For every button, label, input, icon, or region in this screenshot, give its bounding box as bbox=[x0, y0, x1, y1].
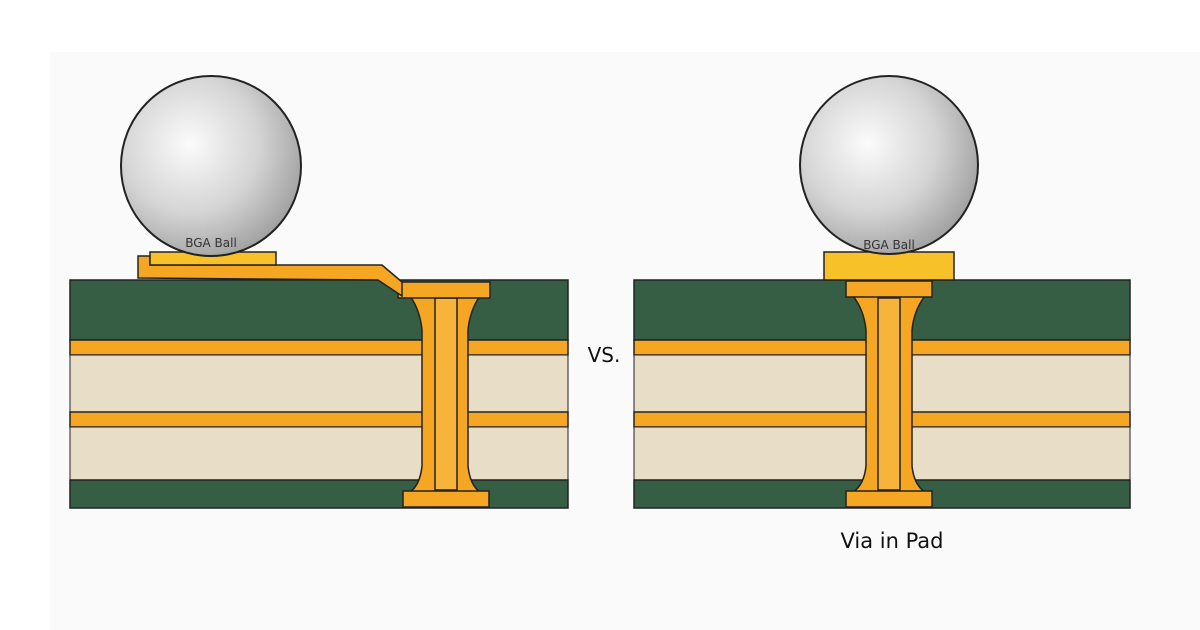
vs-label: VS. bbox=[588, 343, 621, 367]
left-diagram: BGA Ball bbox=[69, 75, 569, 509]
right-ball-label: BGA Ball bbox=[863, 238, 915, 252]
left-substrate-2 bbox=[69, 426, 569, 481]
right-via-bottom-land bbox=[845, 490, 933, 508]
left-inner-copper-1 bbox=[69, 339, 569, 356]
left-inner-copper-2 bbox=[69, 411, 569, 428]
left-via-bottom-land bbox=[402, 490, 490, 508]
left-via-top-land bbox=[397, 281, 491, 299]
left-bottom-soldermask bbox=[69, 479, 569, 509]
right-via-hole bbox=[877, 297, 901, 491]
right-bga-ball bbox=[799, 75, 979, 255]
left-substrate-1 bbox=[69, 354, 569, 413]
left-ball-label: BGA Ball bbox=[185, 236, 237, 250]
right-via-top-land bbox=[845, 280, 933, 298]
left-via-hole bbox=[434, 297, 458, 491]
right-bga-pad bbox=[823, 251, 955, 281]
right-caption: Via in Pad bbox=[840, 529, 943, 553]
left-top-soldermask bbox=[69, 279, 569, 341]
right-diagram: BGA Ball Via in Pad bbox=[633, 75, 1131, 553]
left-bga-ball bbox=[120, 75, 302, 257]
